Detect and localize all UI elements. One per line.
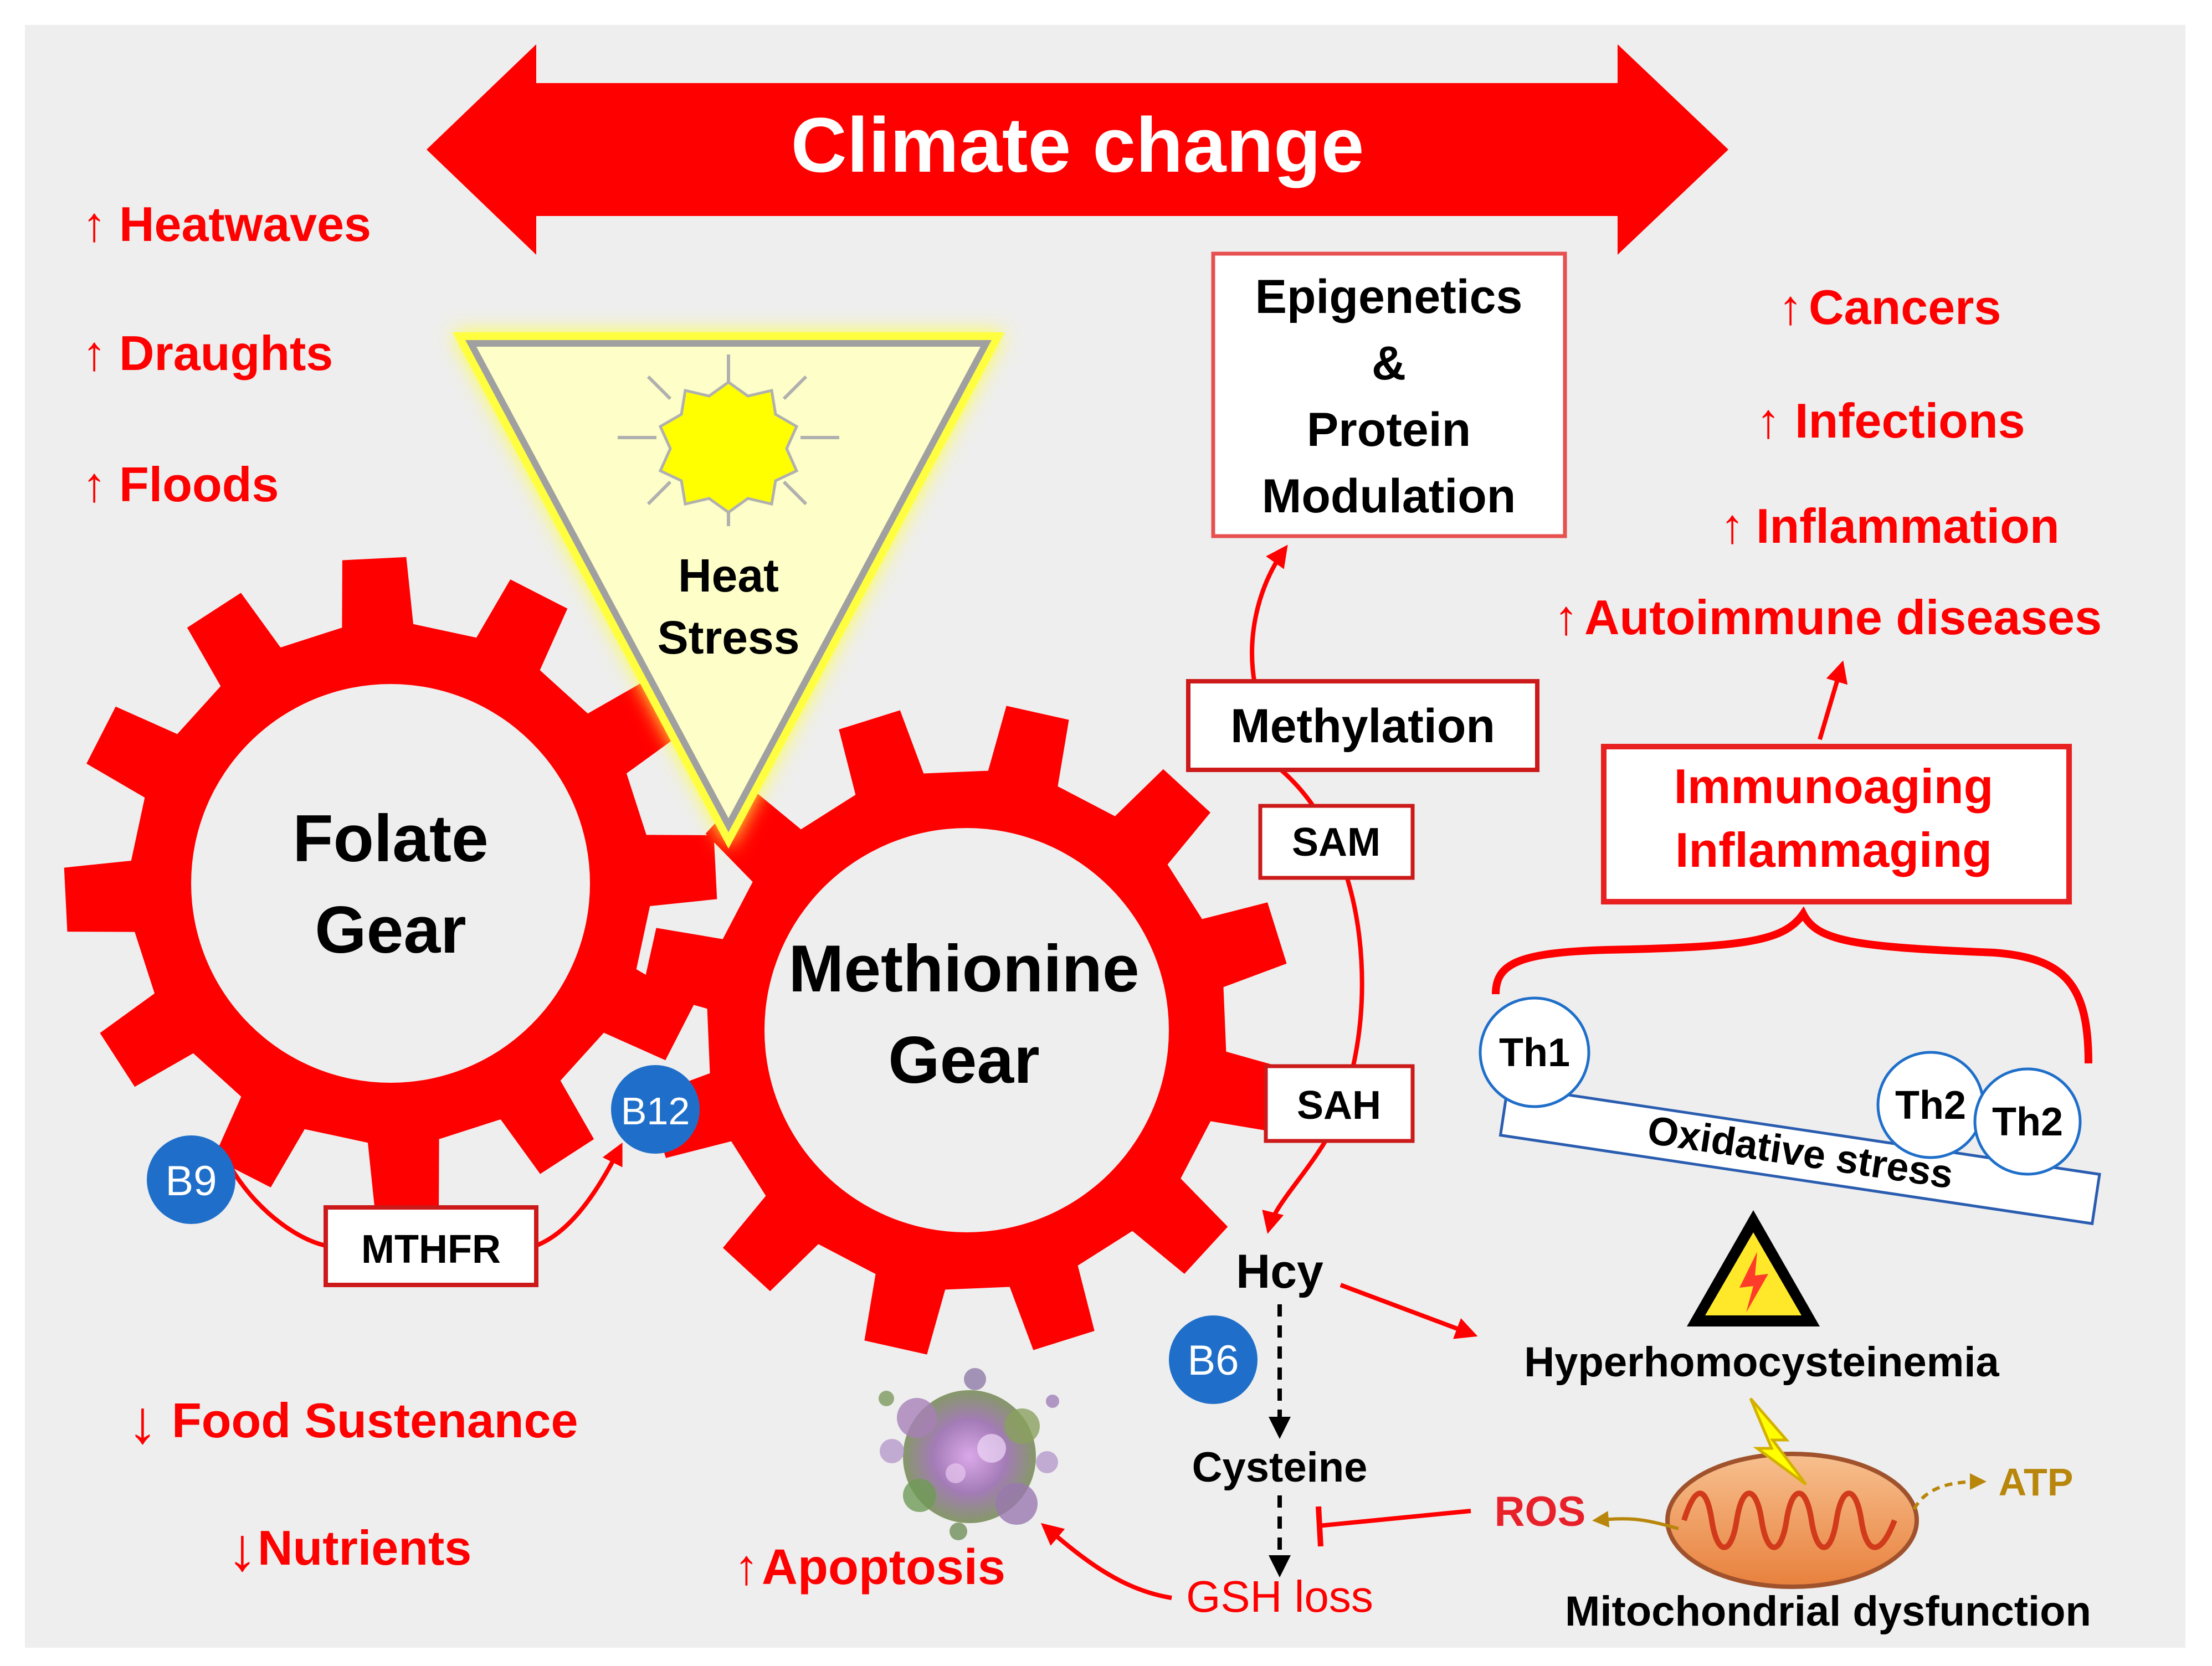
nutrients-down-arrow: ↓: [227, 1515, 258, 1583]
folate-gear-line2: Gear: [315, 893, 466, 967]
hcy-label: Hcy: [1236, 1245, 1323, 1298]
immuno-to-diseases-arrow: [1818, 660, 1848, 741]
methionine-gear: [642, 706, 1291, 1355]
cancers-label: Cancers: [1809, 280, 2001, 335]
immunoaging-box: [1601, 744, 2072, 904]
draughts-up-arrow: ↑: [82, 326, 106, 380]
mthfr-label: MTHFR: [361, 1227, 501, 1272]
autoimmune-label: Autoimmune diseases: [1584, 590, 2102, 645]
apoptotic-cell-icon: [879, 1368, 1059, 1540]
climate-effects-up: ↑ Heatwaves ↑ Draughts ↑ Floods: [82, 197, 371, 512]
floods-label: Floods: [119, 457, 279, 512]
infections-up-arrow: ↑: [1756, 393, 1780, 448]
heatwaves-label: Heatwaves: [119, 197, 371, 251]
sam-box: [1258, 804, 1415, 880]
mitochondrion-icon: [1665, 1452, 1919, 1589]
ros-inhibition-bar: [1316, 1506, 1323, 1547]
immunoaging-line2: Inflammaging: [1675, 822, 1992, 877]
mitochondrial-dysfunction-label: Mitochondrial dysfunction: [1565, 1588, 2091, 1635]
epigenetics-box: [1211, 251, 1567, 538]
gsh-loss-label: GSH loss: [1186, 1572, 1373, 1621]
gsh-to-apoptosis-arrow: [1040, 1523, 1172, 1600]
floods-up-arrow: ↑: [82, 457, 106, 512]
mito-to-ros-arrow: [1592, 1511, 1679, 1530]
apoptosis-label: Apoptosis: [762, 1540, 1005, 1595]
ros-label: ROS: [1495, 1488, 1586, 1535]
disease-list: ↑ Cancers ↑ Infections ↑ Inflammation ↑ …: [1554, 280, 2102, 645]
sam-label: SAM: [1292, 820, 1380, 865]
nutrients-label: Nutrients: [258, 1520, 471, 1575]
hyperhomocysteinemia-label: Hyperhomocysteinemia: [1524, 1339, 1999, 1386]
folate-gear: [64, 557, 717, 1210]
food-sustenance-label: Food Sustenance: [172, 1393, 578, 1448]
b6-circle: [1169, 1315, 1258, 1404]
warning-triangle-icon: [1687, 1210, 1820, 1326]
sah-box: [1264, 1064, 1415, 1143]
methionine-gear-line1: Methionine: [788, 932, 1139, 1006]
inflammation-up-arrow: ↑: [1720, 498, 1744, 553]
mito-to-atp-arrow: [1912, 1473, 1987, 1510]
methylation-box: [1186, 679, 1539, 772]
b12-label: B12: [621, 1089, 690, 1133]
food-down-arrow: ↓: [127, 1388, 158, 1456]
inflammation-label: Inflammation: [1756, 498, 2060, 553]
heat-stress-triangle: [452, 332, 1005, 849]
sah-label: SAH: [1297, 1083, 1381, 1128]
gear-methionine-hub: [764, 828, 1169, 1232]
b6-label: B6: [1188, 1337, 1239, 1384]
infections-label: Infections: [1795, 393, 2025, 448]
b9-label: B9: [166, 1158, 217, 1205]
mthfr-to-b12-arrow: [533, 1142, 623, 1248]
epigenetics-line1: Epigenetics: [1255, 270, 1523, 323]
lightning-bolt-icon: [1749, 1397, 1807, 1486]
b9-to-mthfr-line: [228, 1164, 333, 1248]
hcy-to-hyperhomocysteinemia-arrow: [1339, 1283, 1478, 1339]
th2-label-a: Th2: [1895, 1083, 1966, 1128]
methionine-gear-line2: Gear: [888, 1023, 1040, 1097]
folate-gear-line1: Folate: [292, 801, 488, 876]
mthfr-box: [324, 1205, 538, 1287]
climate-change-title: Climate change: [791, 101, 1364, 188]
apoptosis-up-arrow: ↑: [734, 1540, 759, 1595]
th2-label-b: Th2: [1992, 1100, 2063, 1144]
autoimmune-up-arrow: ↑: [1554, 590, 1578, 645]
th2-cell-b: [1973, 1067, 2082, 1176]
th1-cell: [1479, 996, 1590, 1108]
climate-effects-down: ↓ Food Sustenance ↓ Nutrients: [127, 1388, 578, 1583]
climate-change-arrow: [427, 44, 1728, 255]
atp-label: ATP: [1999, 1461, 2074, 1504]
cancers-up-arrow: ↑: [1778, 280, 1803, 335]
heatwaves-up-arrow: ↑: [82, 197, 106, 251]
sun-icon: [618, 354, 839, 526]
epigenetics-line3: Protein: [1307, 403, 1471, 456]
b9-circle: [147, 1135, 235, 1224]
ros-inhibition-line: [1318, 1509, 1471, 1528]
gear-folate-hub: [191, 684, 590, 1083]
epigenetics-line2: &: [1372, 337, 1406, 390]
draughts-label: Draughts: [119, 326, 333, 380]
methylation-to-epigenetics-arrow: [1250, 544, 1288, 685]
immunoaging-line1: Immunoaging: [1674, 759, 1994, 814]
heat-label-line1: Heat: [678, 549, 779, 601]
cysteine-label: Cysteine: [1192, 1444, 1368, 1491]
epigenetics-line4: Modulation: [1262, 470, 1516, 523]
b12-circle: [611, 1065, 700, 1154]
methylation-label: Methylation: [1230, 700, 1495, 753]
th1-label: Th1: [1499, 1031, 1570, 1075]
heat-label-line2: Stress: [658, 611, 800, 664]
immune-brace: [1492, 906, 2092, 1064]
